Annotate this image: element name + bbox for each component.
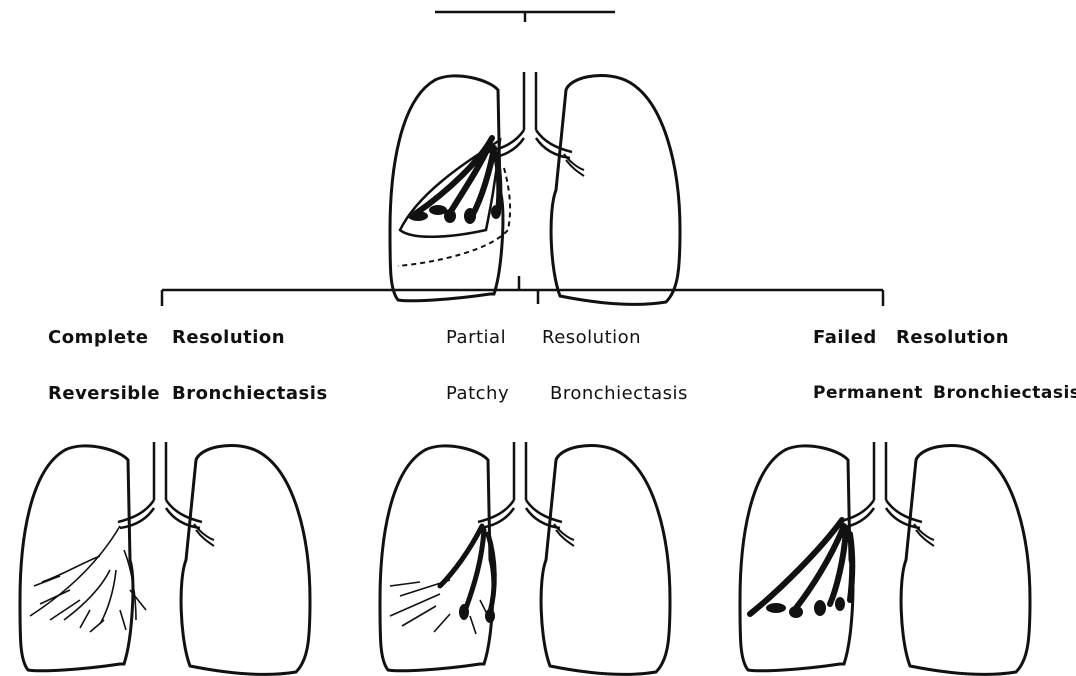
outcome-2-bronchiectasis-word2: Bronchiectasis	[550, 383, 688, 404]
outcome-3-resolution-word1: Failed	[813, 327, 896, 348]
outcome-3-bronchiectasis-word2: Bronchiectasis	[933, 383, 1076, 403]
outcome-1-bronchiectasis-word1: Reversible	[48, 383, 172, 404]
top-lungs-diagram	[390, 72, 680, 304]
partial-resolution-lungs	[380, 442, 670, 674]
complete-resolution-lungs	[20, 442, 310, 674]
outcome-3-bronchiectasis-word1: Permanent	[813, 383, 933, 403]
outcome-1-resolution-word2: Resolution	[172, 327, 285, 348]
outcome-3-resolution-word2: Resolution	[896, 327, 1009, 348]
outcome-2-bronchiectasis-word1: Patchy	[446, 383, 550, 404]
outcome-2-resolution-word1: Partial	[446, 327, 542, 348]
outcome-1-resolution-word1: Complete	[48, 327, 172, 348]
outcome-1-bronchiectasis-word2: Bronchiectasis	[172, 383, 328, 404]
failed-resolution-lungs	[740, 442, 1030, 674]
outcome-2-resolution-word2: Resolution	[542, 327, 641, 348]
